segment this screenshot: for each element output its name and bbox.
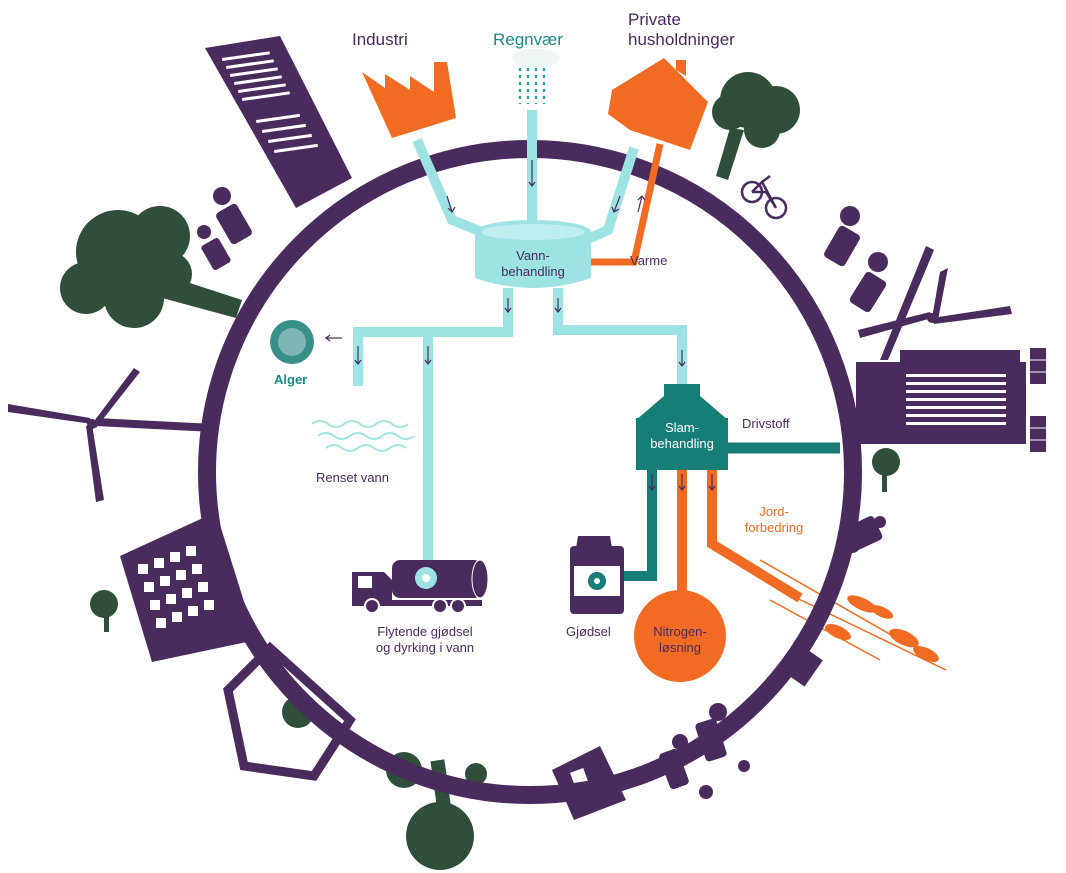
- label-jord-line2: forbedring: [744, 520, 804, 535]
- sludge-treatment-tank: [636, 384, 728, 470]
- fertilizer-bag-icon: [570, 536, 624, 614]
- algae-icon: [270, 320, 314, 364]
- label-renset-vann: Renset vann: [316, 470, 389, 485]
- rain-cloud-icon: [512, 49, 560, 104]
- solar-panel-icon: [1030, 348, 1046, 452]
- skyscraper-icon: [856, 350, 1026, 444]
- tree-icon: [712, 72, 800, 180]
- tree-icon: [90, 590, 118, 632]
- label-gjodsel: Gjødsel: [566, 624, 611, 639]
- wind-turbine-icon: [8, 368, 214, 502]
- label-private-line1: Private: [628, 10, 681, 29]
- label-regnvaer: Regnvær: [493, 30, 563, 49]
- truck-icon: [352, 559, 489, 614]
- label-nitrogen-line2: løsning: [659, 640, 701, 655]
- flow-arrows: [325, 160, 716, 491]
- factory-icon: [362, 62, 456, 138]
- tree-icon: [872, 448, 900, 492]
- label-flytende-line1: Flytende gjødsel: [377, 624, 473, 639]
- label-vann-line1: Vann-: [516, 248, 550, 263]
- water-treatment-tank: [475, 220, 591, 288]
- skyscraper-icon: [205, 36, 352, 208]
- label-varme: Varme: [630, 253, 668, 268]
- label-slam-line1: Slam-: [665, 420, 699, 435]
- wind-turbine-icon: [858, 246, 1012, 360]
- label-private-line2: husholdninger: [628, 30, 735, 49]
- label-vann-line2: behandling: [501, 264, 565, 279]
- tree-icon: [60, 206, 242, 328]
- label-industri: Industri: [352, 30, 408, 49]
- label-slam-line2: behandling: [650, 436, 714, 451]
- label-nitrogen-line1: Nitrogen-: [653, 624, 707, 639]
- label-flytende-line2: og dyrking i vann: [375, 640, 475, 655]
- house-icon: [608, 58, 708, 150]
- heat-pipe: [586, 143, 664, 266]
- greenhouse-icon: [223, 641, 356, 781]
- label-drivstoff: Drivstoff: [742, 416, 790, 431]
- nitrogen-solution-circle: [634, 590, 726, 682]
- label-jord-line1: Jord-: [759, 504, 789, 519]
- people-icon: [197, 187, 252, 271]
- waves-icon: [311, 420, 415, 452]
- people-icon: [824, 206, 888, 313]
- label-alger: Alger: [274, 372, 308, 387]
- solar-panel-icon: [783, 645, 823, 687]
- bicycle-icon: [740, 175, 788, 220]
